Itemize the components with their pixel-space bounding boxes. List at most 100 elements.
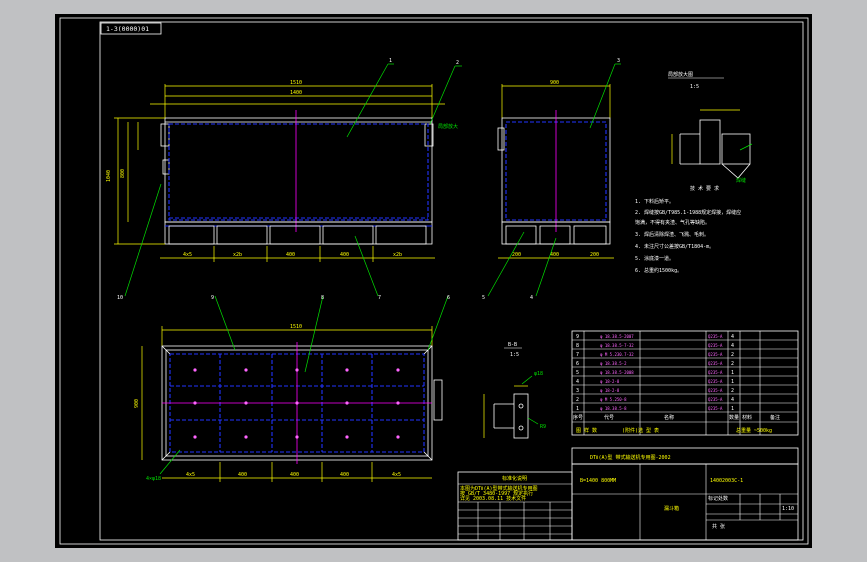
- callout-9: 9: [211, 295, 214, 301]
- svg-text:400: 400: [340, 252, 349, 258]
- revision-line-1: 本图为DTⅡ(A)型带式输送机专用图: [460, 485, 538, 492]
- table-row: 4: [731, 397, 734, 403]
- callout-6: 6: [447, 295, 450, 301]
- callout-10: 10: [117, 295, 123, 301]
- part-name: 漏斗箱: [664, 505, 679, 512]
- plan-view: 1510 4x5 400 400: [134, 295, 450, 482]
- table-row: Q235-A: [708, 343, 723, 348]
- revision-line-2: 按 GB/T 3480-1997 规定执行: [460, 490, 533, 497]
- svg-text:1510: 1510: [290, 324, 302, 330]
- svg-text:400: 400: [340, 472, 349, 478]
- revision-line-3: 详见 2003.08.11 技术文件: [460, 495, 526, 502]
- svg-text:200: 200: [590, 252, 599, 258]
- svg-text:焊缝: 焊缝: [736, 177, 746, 184]
- title-block: DTⅡ(A)型 带式输送机专用图-2002 B=1400 800MM 14002…: [457, 447, 799, 541]
- table-row: φ M 5.250-8: [600, 397, 627, 402]
- drawing-number-text: 1-3(0000)01: [106, 25, 149, 33]
- detail-view-a: 局部放大图 1:5 焊缝: [668, 71, 753, 184]
- table-row: Q235-A: [708, 397, 723, 402]
- table-row: 2: [576, 397, 579, 403]
- svg-text:φ18: φ18: [534, 371, 543, 377]
- parts-footer-right: 总重量 ~500kg: [736, 427, 772, 434]
- detail-view-b: B-B 1:5 φ18 R9: [483, 342, 546, 439]
- table-row: 9: [576, 334, 579, 340]
- table-row: Q235-A: [708, 334, 723, 339]
- parts-header-mat: 材料: [742, 414, 752, 421]
- table-row: Q235-A: [708, 352, 723, 357]
- side-view: 900 200 400 200 3 5 4: [482, 58, 621, 301]
- svg-text:400: 400: [238, 472, 247, 478]
- table-row: φ 18.38.5-2007: [600, 334, 634, 339]
- table-row: φ 18-2-8: [600, 388, 620, 393]
- drawing-number-box: [100, 22, 162, 35]
- callout-1: 1: [389, 58, 392, 64]
- table-row: 4: [731, 334, 734, 340]
- svg-text:4x5: 4x5: [392, 472, 401, 478]
- detail-b-scale: 1:5: [510, 352, 519, 358]
- table-row: 7: [576, 352, 579, 358]
- table-row: 1: [731, 406, 734, 412]
- parts-header-name: 名称: [664, 414, 674, 421]
- series-title: DTⅡ(A)型 带式输送机专用图-2002: [590, 454, 671, 461]
- callout-8: 8: [321, 295, 324, 301]
- svg-text:900: 900: [550, 80, 559, 86]
- svg-text:R9: R9: [540, 424, 546, 430]
- table-row: 1: [731, 370, 734, 376]
- parts-footer-left: 图 样 数: [576, 427, 597, 434]
- table-row: 3: [576, 388, 579, 394]
- callout-7: 7: [378, 295, 381, 301]
- table-row: φ 18-2-8: [600, 379, 620, 384]
- svg-text:400: 400: [550, 252, 559, 258]
- svg-text:4×φ18: 4×φ18: [146, 476, 161, 482]
- table-row: 2: [731, 352, 734, 358]
- svg-text:4x5: 4x5: [183, 252, 192, 258]
- table-row: φ 18.38.5-2008: [600, 370, 634, 375]
- svg-text:1400: 1400: [290, 90, 302, 96]
- parts-header-code: 代号: [604, 414, 614, 421]
- table-row: 4: [576, 379, 579, 385]
- table-row: φ 18.38.5-2: [600, 361, 627, 366]
- drawing-paper: [55, 14, 812, 548]
- svg-text:800: 800: [120, 169, 126, 178]
- table-row: φ 18.38.5-7-32: [600, 343, 634, 348]
- note-line-5: 4. 未注尺寸公差按GB/T1804-m。: [635, 243, 714, 250]
- table-row: 5: [576, 370, 579, 376]
- front-view: 1510 1400 4x5 x2b 400 400 x2b: [106, 58, 462, 301]
- table-row: 2: [731, 361, 734, 367]
- table-row: φ M 5.230.7-32: [600, 352, 634, 357]
- detail-b-label: B-B: [508, 342, 517, 348]
- note-line-3: 饱满，不得有夹渣、气孔等缺陷。: [635, 219, 710, 226]
- svg-text:200: 200: [512, 252, 521, 258]
- detail-a-label: 局部放大图: [668, 71, 693, 78]
- callout-2: 2: [456, 60, 459, 66]
- table-row: 1: [576, 406, 579, 412]
- parts-list-table: 9 φ 18.38.5-2007 4 Q235-A 8 φ 18.38.5-7-…: [571, 330, 799, 436]
- svg-text:4x5: 4x5: [186, 472, 195, 478]
- parts-header-qty: 数量: [729, 414, 739, 421]
- svg-text:900: 900: [134, 399, 140, 408]
- svg-text:x2b: x2b: [233, 252, 242, 258]
- note-line-1: 1. 下料后矫平。: [635, 198, 674, 205]
- drawing-no: 14002003C-1: [710, 478, 743, 484]
- svg-text:400: 400: [286, 252, 295, 258]
- svg-text:1510: 1510: [290, 80, 302, 86]
- note-line-2: 2. 焊缝按GB/T985.1-1988规定焊接，焊缝应: [635, 209, 741, 216]
- table-row: φ 18.38.5-8: [600, 406, 627, 411]
- svg-text:x2b: x2b: [393, 252, 402, 258]
- table-row: 2: [731, 388, 734, 394]
- table-row: Q235-A: [708, 388, 723, 393]
- detail-a-scale: 1:5: [690, 84, 699, 90]
- small-left-title: 标记处数: [708, 495, 728, 502]
- table-row: 1: [731, 379, 734, 385]
- table-row: Q235-A: [708, 370, 723, 375]
- parts-header-no: 序号: [573, 414, 583, 421]
- svg-text:1040: 1040: [106, 170, 112, 182]
- outer-frame: [59, 17, 809, 545]
- technical-requirements: 技 术 要 求 1. 下料后矫平。 2. 焊缝按GB/T985.1-1988规定…: [635, 185, 741, 274]
- note-line-6: 5. 涂底漆一道。: [635, 255, 674, 262]
- callout-4: 4: [530, 295, 533, 301]
- table-row: Q235-A: [708, 361, 723, 366]
- notes-heading: 技 术 要 求: [690, 185, 719, 192]
- table-row: 4: [731, 343, 734, 349]
